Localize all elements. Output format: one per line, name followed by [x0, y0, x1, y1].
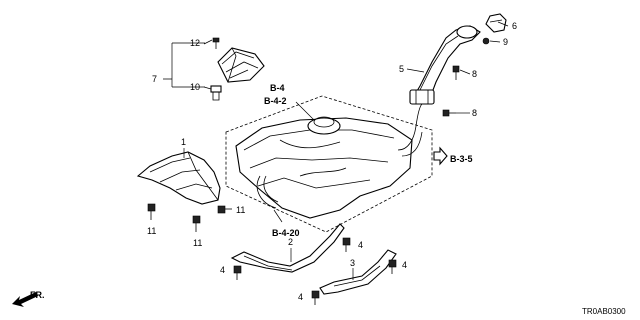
bolt-4-strap3-top-icon [388, 259, 397, 274]
bolt-11-center-icon [192, 215, 201, 232]
leader-lines [183, 21, 509, 280]
front-direction-label: FR. [30, 290, 45, 300]
fuel-tank [225, 95, 433, 233]
callout-4-strap2-top: 4 [358, 240, 363, 250]
ref-b-3-5: B-3-5 [450, 154, 473, 164]
part-3-strap [319, 249, 397, 295]
callout-12: 12 [190, 38, 200, 48]
bolt-8-lower-icon [442, 109, 456, 117]
bolt-12-icon [212, 37, 220, 49]
callout-2: 2 [288, 237, 293, 247]
callout-7: 7 [152, 74, 157, 84]
ref-b-4-20: B-4-20 [272, 228, 300, 238]
callout-11-center: 11 [193, 238, 202, 248]
ref-b-4: B-4 [270, 83, 285, 93]
fuel-cap-6-icon [485, 13, 507, 33]
diagram-code: TR0AB0300 [582, 307, 626, 316]
callout-8-lower: 8 [472, 108, 477, 118]
part-1-heat-shield [136, 151, 221, 205]
callout-6: 6 [512, 21, 517, 31]
bolt-4-strap2-top-icon [342, 237, 351, 252]
bolt-8-upper-icon [452, 65, 460, 80]
callout-4-strap3-bottom: 4 [298, 292, 303, 302]
part-7-cover-assembly [163, 37, 265, 101]
callout-11-left: 11 [147, 226, 156, 236]
bolt-11-left-icon [147, 203, 156, 220]
clip-10-icon [210, 85, 222, 101]
callout-5: 5 [399, 64, 404, 74]
filler-pipe-assembly [409, 13, 507, 117]
ref-b-4-2: B-4-2 [264, 96, 287, 106]
callout-10: 10 [190, 82, 200, 92]
callout-1: 1 [181, 137, 186, 147]
bolt-4-strap2-bottom-icon [233, 265, 242, 280]
bolt-11-right-icon [217, 205, 232, 214]
callout-8-upper: 8 [472, 69, 477, 79]
callout-4-strap2-bottom: 4 [220, 265, 225, 275]
callout-11-right: 11 [236, 205, 245, 215]
part-2-strap [230, 223, 345, 273]
callout-9: 9 [503, 37, 508, 47]
clip-9-icon [482, 37, 490, 45]
callout-4-strap3-top: 4 [402, 260, 407, 270]
ref-arrow-icon [433, 146, 448, 166]
front-direction-arrow-icon [12, 292, 38, 307]
callout-3: 3 [350, 258, 355, 268]
bolt-4-strap3-bottom-icon [311, 290, 320, 305]
